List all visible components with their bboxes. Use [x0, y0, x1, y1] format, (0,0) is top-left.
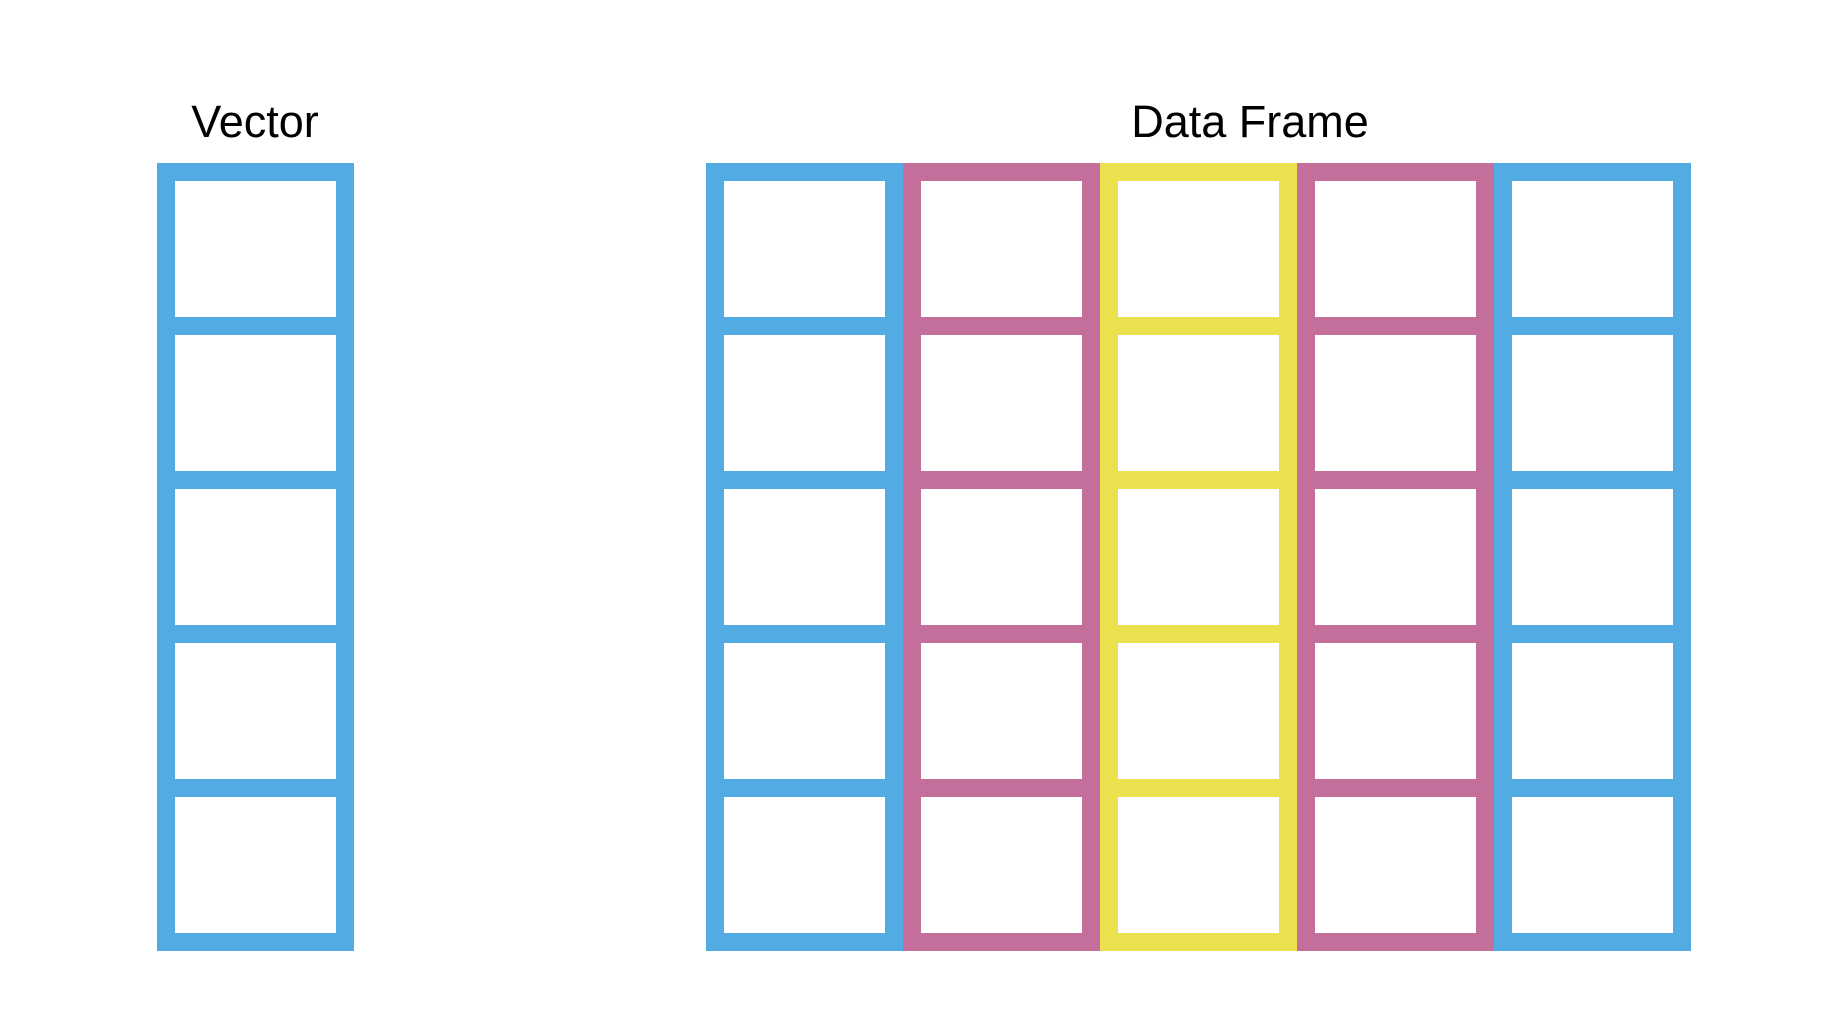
data-frame-column-3	[1100, 163, 1297, 951]
data-frame-column-5-cell	[1494, 625, 1691, 797]
data-frame-column-1-cell	[706, 471, 903, 643]
data-frame-column-1	[706, 163, 903, 951]
data-frame-column-2-cell	[903, 779, 1100, 951]
vector-column-cell	[157, 779, 354, 951]
data-frame-column-5-cell	[1494, 163, 1691, 335]
data-frame-column-4-cell	[1297, 163, 1494, 335]
vector-column-cell	[157, 317, 354, 489]
data-frame-column-3-cell	[1100, 471, 1297, 643]
data-frame-column-1-cell	[706, 779, 903, 951]
vector-column-cell	[157, 625, 354, 797]
data-frame-column-4-cell	[1297, 625, 1494, 797]
data-frame-column-1-cell	[706, 317, 903, 489]
data-frame-column-3-cell	[1100, 779, 1297, 951]
data-frame-title: Data Frame	[1131, 96, 1369, 147]
data-frame-column-1-cell	[706, 163, 903, 335]
data-frame-column-5	[1494, 163, 1691, 951]
data-frame-column-4-cell	[1297, 471, 1494, 643]
vector-title: Vector	[191, 96, 319, 147]
data-frame-column-1-cell	[706, 625, 903, 797]
data-frame-column-5-cell	[1494, 779, 1691, 951]
data-frame-column-2-cell	[903, 317, 1100, 489]
data-frame-column-4	[1297, 163, 1494, 951]
vector-column	[157, 163, 354, 951]
vector-column-cell	[157, 163, 354, 335]
data-frame-column-4-cell	[1297, 317, 1494, 489]
data-frame-column-2-cell	[903, 163, 1100, 335]
data-frame-column-3-cell	[1100, 317, 1297, 489]
data-frame-column-2	[903, 163, 1100, 951]
data-frame-column-2-cell	[903, 625, 1100, 797]
data-frame-column-4-cell	[1297, 779, 1494, 951]
vector-column-cell	[157, 471, 354, 643]
data-frame-column-2-cell	[903, 471, 1100, 643]
data-frame-column-5-cell	[1494, 317, 1691, 489]
data-frame-column-3-cell	[1100, 625, 1297, 797]
data-frame-column-3-cell	[1100, 163, 1297, 335]
data-frame-column-5-cell	[1494, 471, 1691, 643]
